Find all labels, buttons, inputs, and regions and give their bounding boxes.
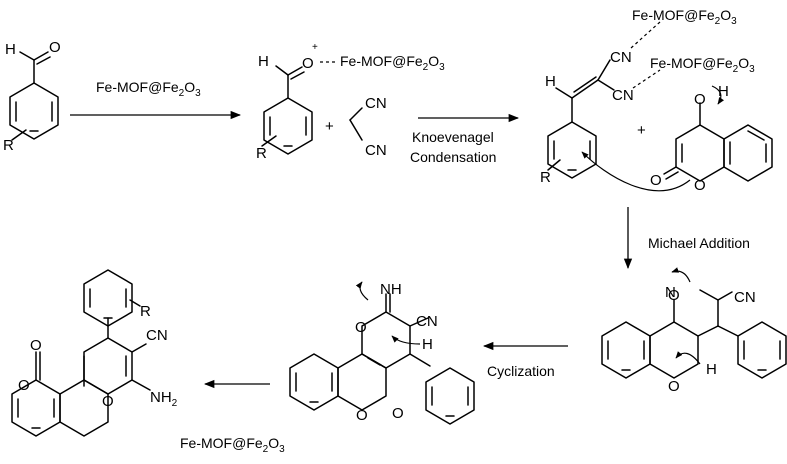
catalyst-label-1: Fe-MOF@Fe2O3 — [96, 79, 201, 99]
cyclization-label: Cyclization — [487, 363, 555, 379]
final-product-structure: O O O CN NH2 R — [11, 269, 178, 437]
plus-sign-2: + — [637, 122, 646, 139]
atom-label-o-carbonyl: O — [650, 172, 662, 189]
activated-aldehyde-structure: H O + Fe-MOF@Fe2O3 R — [256, 42, 445, 162]
cyclized-intermediate-structure: NH CN H O O O — [289, 281, 475, 425]
atom-label-o-4: O — [668, 287, 680, 304]
atom-label-cn-1: CN — [365, 95, 387, 112]
atom-label-r: R — [3, 137, 14, 154]
condensation-label: Condensation — [410, 149, 496, 165]
atom-label-cn-4: CN — [612, 87, 634, 104]
atom-label-cn-3: CN — [610, 49, 632, 66]
atom-label-cn-7: CN — [146, 327, 168, 344]
atom-label-o-2: O — [302, 55, 314, 72]
catalyst-label-5: Fe-MOF@Fe2O3 — [180, 435, 285, 455]
atom-label-o-8: O — [392, 405, 404, 422]
michael-addition-label: Michael Addition — [648, 235, 750, 251]
atom-label-r-3: R — [540, 169, 551, 186]
arrow-step-5: Fe-MOF@Fe2O3 — [180, 379, 285, 455]
atom-label-o-7: O — [356, 407, 368, 424]
catalyst-label-2: Fe-MOF@Fe2O3 — [340, 53, 445, 73]
atom-label-o-ring: O — [694, 177, 706, 194]
atom-label-o-9: O — [30, 337, 42, 354]
atom-label-cn-2: CN — [365, 142, 387, 159]
atom-label-cn-6: CN — [416, 313, 438, 330]
arrow-step-1: Fe-MOF@Fe2O3 — [70, 79, 242, 120]
atom-label-h-3: H — [545, 73, 556, 90]
atom-label-h-2: H — [258, 53, 269, 70]
atom-label-n: N — [665, 284, 676, 301]
atom-label-nh: NH — [380, 281, 402, 298]
atom-label-h-5: H — [422, 336, 433, 353]
atom-label-cn-5: CN — [734, 289, 756, 306]
atom-label-o-5: O — [668, 378, 680, 395]
atom-label-r-2: R — [256, 145, 267, 162]
atom-label-o-11: O — [102, 393, 114, 410]
charge-plus: + — [312, 42, 318, 53]
arrow-step-2: Knoevenagel Condensation — [410, 113, 520, 165]
atom-label-h-oh: H — [718, 83, 729, 100]
malononitrile-structure: CN CN — [349, 95, 387, 159]
atom-label-r-4: R — [140, 303, 151, 320]
catalyst-label-3: Fe-MOF@Fe2O3 — [632, 7, 737, 27]
knoevenagel-label: Knoevenagel — [412, 129, 494, 145]
knoevenagel-adduct-structure: H CN CN R Fe-MOF@Fe2O3 Fe-MOF@Fe2O3 — [540, 7, 755, 186]
atom-label-h-4: H — [706, 361, 717, 378]
plus-sign-1: + — [325, 118, 334, 135]
catalyst-label-4: Fe-MOF@Fe2O3 — [650, 55, 755, 75]
arrow-step-4: Cyclization — [482, 341, 568, 379]
hydroxycoumarin-structure: O H O O — [581, 83, 773, 194]
atom-label-o: O — [49, 39, 61, 56]
atom-label-o-6: O — [355, 319, 367, 336]
arrow-step-3: Michael Addition — [623, 207, 750, 270]
michael-adduct-structure: N CN O O H — [601, 267, 787, 395]
atom-label-h: H — [5, 41, 16, 58]
atom-label-o-10: O — [18, 377, 30, 394]
atom-label-nh2: NH2 — [150, 389, 178, 409]
atom-label-o-oh: O — [694, 91, 706, 108]
benzaldehyde-structure: H O R — [3, 39, 61, 154]
